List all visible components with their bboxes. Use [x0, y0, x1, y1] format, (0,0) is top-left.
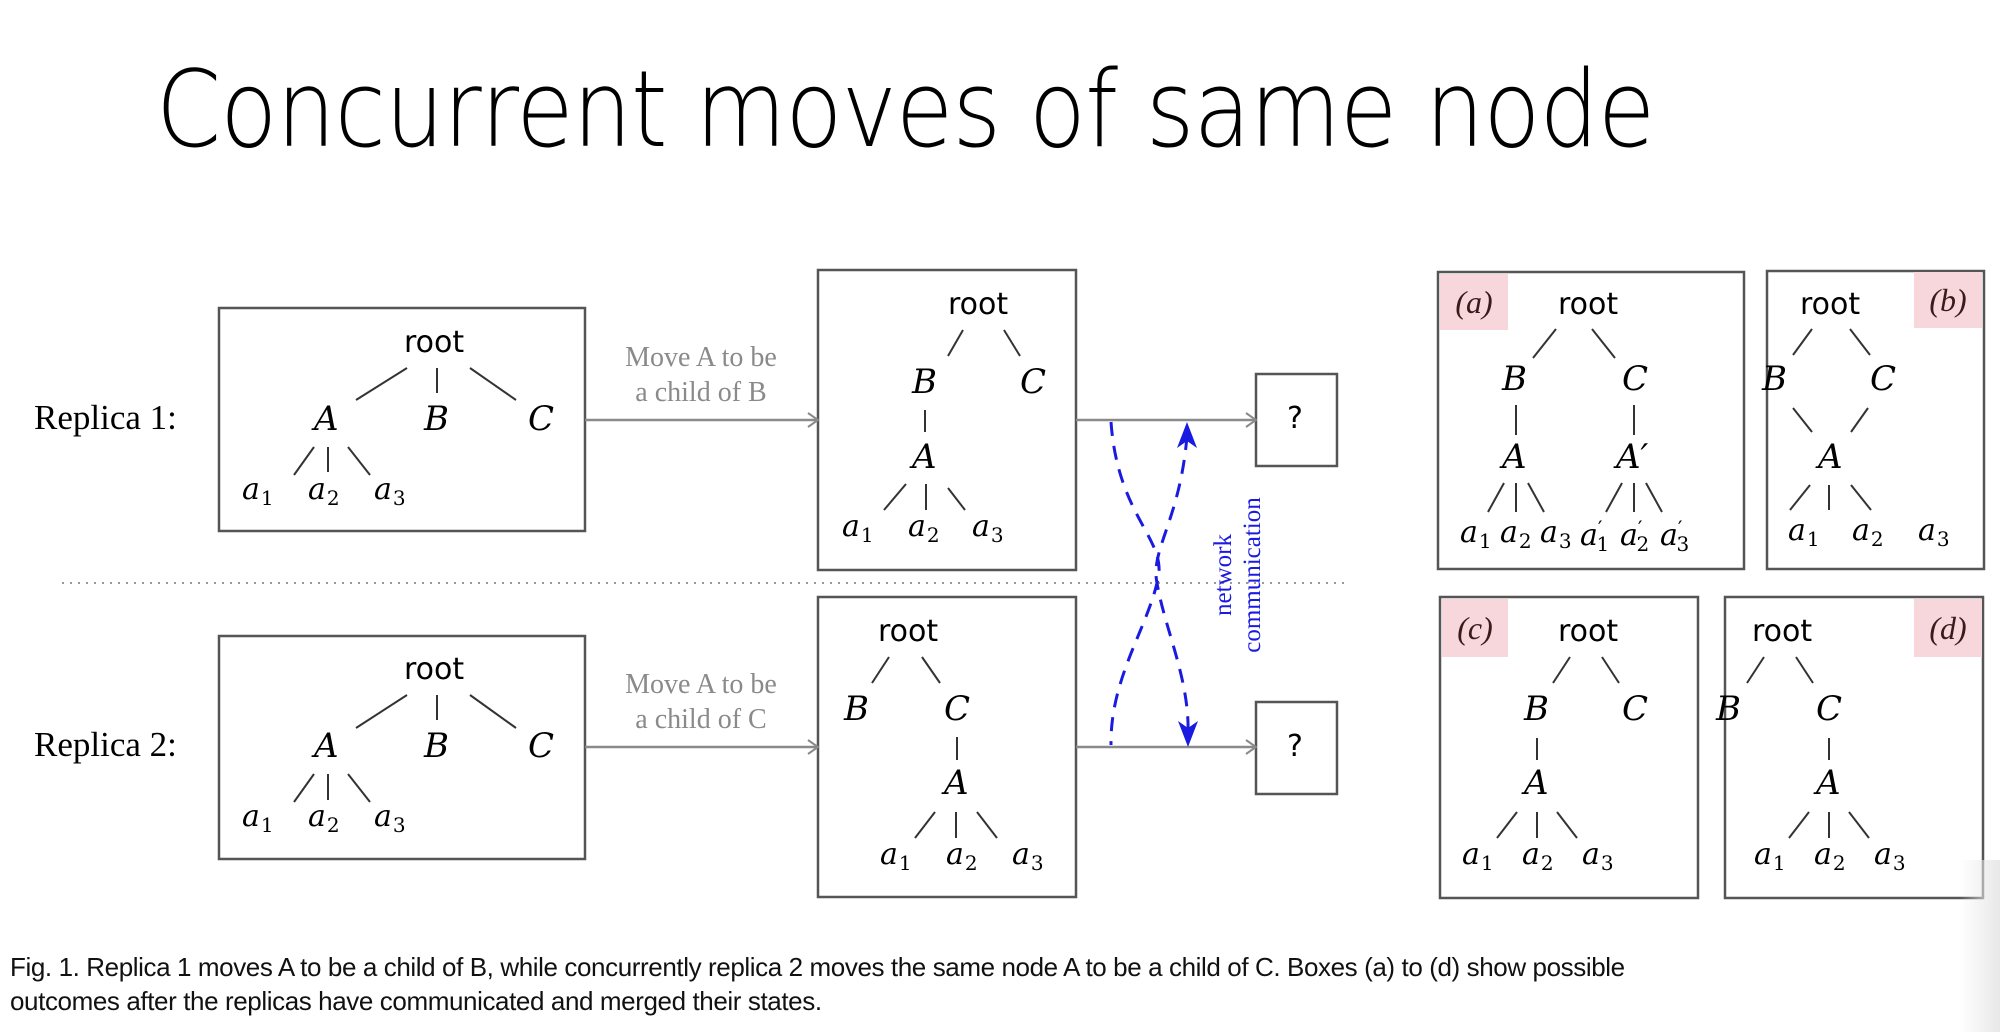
- outcome-d-box: [1723, 595, 1985, 900]
- tree-node-C: C: [944, 689, 971, 729]
- tree-node-A: A: [1502, 437, 1527, 477]
- tree-leaf-a2: a2: [308, 472, 340, 510]
- replica1-operation-label: Move A to be a child of B: [625, 342, 777, 408]
- tree-node-A: A: [314, 399, 339, 439]
- tree-leaf-a3: a3: [374, 472, 406, 510]
- tree-node-B: B: [1716, 689, 1741, 729]
- tree-leaf-a3-prime: a′3: [1660, 516, 1690, 556]
- outcome-a-box: [1436, 270, 1746, 571]
- tree-node-C: C: [1816, 689, 1843, 729]
- tree-node-B: B: [844, 689, 869, 729]
- tree-leaf-a1-prime: a′1: [1580, 516, 1610, 556]
- tree-node-root: root: [1800, 287, 1861, 322]
- tree-leaf-a2-prime: a′2: [1620, 516, 1650, 556]
- tree-node-A: A: [1816, 763, 1841, 803]
- tree-leaf-a1: a1: [842, 509, 874, 547]
- outcome-b-box: [1765, 269, 1986, 571]
- caption-line-1: Fig. 1. Replica 1 moves A to be a child …: [10, 952, 1625, 982]
- tree-node-B: B: [1502, 359, 1527, 399]
- outcome-c-badge: (c): [1442, 599, 1508, 657]
- tree-node-B: B: [1762, 359, 1787, 399]
- outcome-c-box: [1438, 595, 1700, 900]
- tree-leaf-a1: a1: [1460, 515, 1492, 553]
- caption-line-2: outcomes after the replicas have communi…: [10, 986, 822, 1016]
- outcome-a-badge: (a): [1440, 274, 1508, 330]
- tree-node-C: C: [528, 726, 555, 766]
- figure-caption: Fig. 1. Replica 1 moves A to be a child …: [10, 950, 2000, 1018]
- tree-node-A: A: [314, 726, 339, 766]
- tree-node-C: C: [528, 399, 555, 439]
- tree-leaf-a1: a1: [1788, 513, 1820, 551]
- tree-node-root: root: [1752, 614, 1813, 649]
- tree-leaf-a1: a1: [1754, 837, 1786, 875]
- tree-node-A: A: [1818, 437, 1843, 477]
- tree-node-C: C: [1622, 689, 1649, 729]
- tree-node-A-prime: A′: [1616, 437, 1649, 477]
- edge-shadow: [1960, 860, 2000, 1032]
- tree-leaf-a1: a1: [1462, 837, 1494, 875]
- tree-node-B: B: [1524, 689, 1549, 729]
- tree-node-root: root: [948, 287, 1009, 322]
- tree-leaf-a3: a3: [972, 509, 1004, 547]
- tree-leaf-a2: a2: [1500, 515, 1532, 553]
- tree-leaf-a3: a3: [1918, 513, 1950, 551]
- replica2-outcome-unknown: ?: [1287, 729, 1303, 764]
- tree-leaf-a3: a3: [374, 799, 406, 837]
- network-communication-label: network communication: [1210, 497, 1266, 653]
- tree-leaf-a2: a2: [1814, 837, 1846, 875]
- replica1-outcome-unknown: ?: [1287, 401, 1303, 436]
- tree-node-C: C: [1622, 359, 1649, 399]
- tree-leaf-a3: a3: [1540, 515, 1572, 553]
- tree-node-A: A: [912, 437, 937, 477]
- outcome-d-badge: (d): [1914, 599, 1982, 657]
- tree-node-B: B: [424, 399, 449, 439]
- tree-node-root: root: [1558, 614, 1619, 649]
- outcome-b-badge: (b): [1914, 272, 1982, 328]
- tree-leaf-a3: a3: [1582, 837, 1614, 875]
- tree-leaf-a2: a2: [1522, 837, 1554, 875]
- tree-node-A: A: [1524, 763, 1549, 803]
- replica1-label: Replica 1:: [34, 398, 177, 437]
- tree-node-B: B: [912, 362, 937, 402]
- replica2-label: Replica 2:: [34, 725, 177, 764]
- tree-leaf-a2: a2: [1852, 513, 1884, 551]
- tree-leaf-a2: a2: [946, 837, 978, 875]
- tree-node-C: C: [1020, 362, 1047, 402]
- replica2-operation-label: Move A to be a child of C: [625, 669, 777, 735]
- tree-node-root: root: [878, 614, 939, 649]
- tree-leaf-a2: a2: [908, 509, 940, 547]
- tree-node-C: C: [1870, 359, 1897, 399]
- tree-leaf-a2: a2: [308, 799, 340, 837]
- slide-title: Concurrent moves of same node: [156, 48, 1655, 171]
- tree-node-root: root: [404, 652, 465, 687]
- tree-node-B: B: [424, 726, 449, 766]
- tree-leaf-a1: a1: [242, 472, 274, 510]
- tree-leaf-a3: a3: [1012, 837, 1044, 875]
- tree-node-root: root: [404, 325, 465, 360]
- tree-leaf-a3: a3: [1874, 837, 1906, 875]
- tree-leaf-a1: a1: [242, 799, 274, 837]
- tree-node-root: root: [1558, 287, 1619, 322]
- tree-leaf-a1: a1: [880, 837, 912, 875]
- tree-node-A: A: [944, 763, 969, 803]
